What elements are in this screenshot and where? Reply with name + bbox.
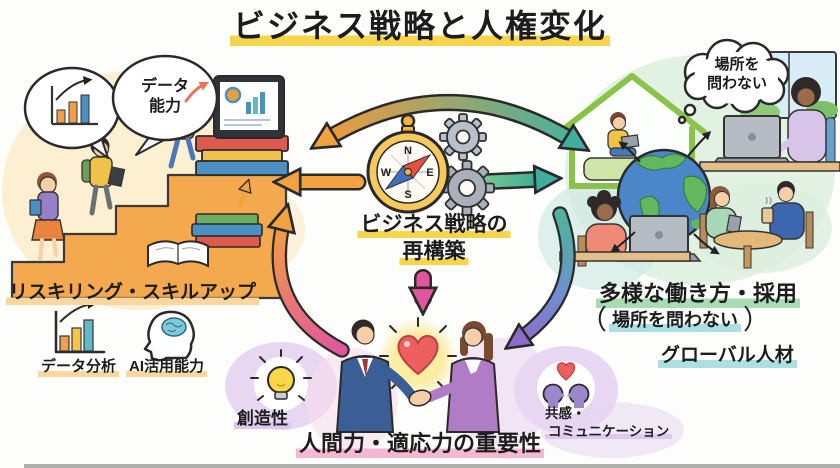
- gear-icon: [439, 113, 495, 216]
- reskilling-scene: [10, 54, 289, 300]
- cloud-bubble-shape: [677, 38, 790, 125]
- label-creativity: 創造性: [234, 408, 291, 430]
- two-heads-heart-icon: [537, 361, 595, 415]
- cloud-bubble-location: 場所を 問わない: [692, 56, 782, 94]
- bubble-line2: 能力: [148, 98, 181, 115]
- bar-chart-icon: [50, 76, 98, 126]
- flow-arrows: [279, 94, 575, 358]
- label-global-talent: グローバル人材: [658, 344, 797, 368]
- books-icon: [147, 213, 263, 268]
- compass-s: S: [404, 189, 411, 201]
- handshake-woman: [425, 321, 501, 433]
- head-brain-icon: [143, 310, 195, 362]
- handshake-man: [335, 319, 417, 433]
- speech-bubble-text: [111, 54, 219, 156]
- handshake-scene: [250, 317, 595, 433]
- cloud-line1: 場所を: [714, 56, 760, 73]
- heading-diverse-work: 多様な働き方・採用: [596, 280, 801, 308]
- heading-human-skills: 人間力・適応力の重要性: [295, 430, 545, 458]
- joined-hands: [408, 389, 432, 407]
- lightbulb-icon: [250, 349, 312, 411]
- empathy-line2: コミュニケーション: [545, 424, 673, 440]
- label-data-analysis: データ分析: [38, 358, 120, 377]
- empathy-line1: 共感・: [545, 406, 586, 421]
- compass-w: W: [381, 167, 392, 179]
- paren-close: ）: [743, 305, 770, 335]
- compass-e: E: [426, 167, 433, 179]
- small-up-arrow: [237, 188, 246, 209]
- page-title: ビジネス戦略と人権変化: [229, 6, 611, 46]
- bottom-edge-strip: [24, 464, 840, 468]
- cafe-meeting: [699, 181, 814, 269]
- paren-open: （: [580, 305, 607, 335]
- label-empathy-communication: 共感・ コミュニケーション: [545, 405, 673, 441]
- sub-location-text: 場所を問わない: [609, 309, 741, 332]
- compass-n: N: [404, 145, 412, 157]
- arrow-cycle-right-to-bottom: [518, 208, 574, 340]
- cloud-line2: 問わない: [706, 74, 767, 92]
- center-heading-line1: ビジネス戦略の: [357, 212, 511, 239]
- data-analysis-icon: [54, 300, 106, 354]
- center-heading-line2: 再構築: [399, 239, 469, 266]
- tablet-on-books: [195, 75, 289, 176]
- arrow-center-right: [474, 179, 545, 182]
- laptop-worker: [559, 190, 702, 267]
- arrow-top-double: [325, 96, 575, 142]
- speech-bubble-data-skill: データ 能力: [128, 77, 202, 117]
- climber-woman-bottom: [29, 172, 65, 261]
- arrow-cycle-bottom-to-left: [279, 220, 348, 356]
- label-ai-skill: AI活用能力: [126, 358, 208, 377]
- sub-location-flexible: （ 場所を問わない ）: [580, 307, 770, 334]
- speech-bubble-chart: [23, 66, 121, 159]
- compass-icon: N E S W: [366, 113, 450, 214]
- remote-work-scene: [557, 51, 840, 269]
- bubble-line1: データ: [140, 78, 189, 95]
- heading-reskilling: リスキリング・スキルアップ: [6, 281, 260, 305]
- small-coral-arrow: [184, 81, 210, 103]
- globe-connection-arrows: [610, 130, 720, 255]
